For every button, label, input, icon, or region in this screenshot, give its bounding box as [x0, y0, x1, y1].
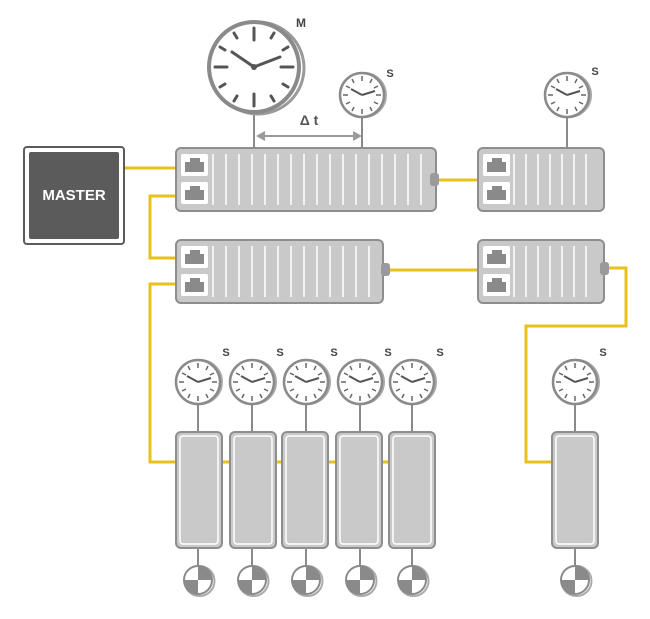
wires — [123, 166, 628, 464]
sensor-icon — [291, 565, 324, 597]
master-clock-label: M — [296, 16, 306, 30]
switch-middle-right — [477, 239, 609, 304]
master-box: MASTER — [23, 146, 125, 245]
slave-clock-label: S — [330, 347, 337, 359]
slave-clock: S — [551, 347, 607, 406]
switch-top-right — [477, 147, 605, 212]
slave-clock-label: S — [222, 347, 229, 359]
wire-switch4-right-device — [524, 266, 628, 464]
port-icon — [483, 154, 510, 176]
switch-port-grid — [212, 246, 370, 297]
slave-clock: S — [174, 347, 230, 406]
end-device — [229, 431, 277, 549]
wire-switch3-bottom-row — [148, 282, 176, 464]
master-clock: M — [207, 16, 306, 116]
wire-master-switch2 — [148, 194, 176, 260]
end-device — [335, 431, 383, 549]
slave-clock-label: S — [599, 347, 606, 359]
sensor-icon — [183, 565, 216, 597]
switch-connector — [600, 262, 609, 275]
clock-ticks — [213, 26, 295, 108]
slave-clock: S — [228, 347, 284, 406]
port-icon — [483, 182, 510, 204]
switch-port-grid — [513, 154, 587, 205]
port-icon — [181, 274, 208, 296]
switch-connector — [430, 173, 439, 186]
end-device — [281, 431, 329, 549]
slave-clock: S — [543, 66, 599, 119]
port-icon — [181, 246, 208, 268]
port-icon — [483, 274, 510, 296]
master-label: MASTER — [42, 187, 106, 204]
port-icon — [483, 246, 510, 268]
slave-clock-label: S — [384, 347, 391, 359]
port-icon — [181, 182, 208, 204]
switch-port-grid — [513, 246, 587, 297]
sensor-icon — [397, 565, 430, 597]
slave-clock-label: S — [436, 347, 443, 359]
end-device — [551, 431, 599, 549]
switch-connector — [381, 263, 390, 276]
slave-clock-label: S — [591, 66, 598, 78]
sensor-icon — [345, 565, 378, 597]
sensor-icon — [237, 565, 270, 597]
slave-clock-label: S — [386, 68, 393, 80]
slave-clock-label: S — [276, 347, 283, 359]
switch-top-left — [175, 147, 439, 212]
sensor-icon — [560, 565, 593, 597]
delta-t-indicator: Δ t — [256, 112, 362, 141]
switch-port-grid — [212, 154, 422, 205]
slave-clock: S — [336, 347, 392, 406]
slave-clock: S — [282, 347, 338, 406]
delta-t-label: Δ t — [300, 112, 319, 128]
end-device — [388, 431, 436, 549]
end-device — [175, 431, 223, 549]
clock-poles — [197, 112, 576, 566]
switch-middle-left — [175, 239, 390, 304]
slave-clock: S — [388, 347, 444, 406]
slave-clock: S — [338, 68, 394, 119]
port-icon — [181, 154, 208, 176]
